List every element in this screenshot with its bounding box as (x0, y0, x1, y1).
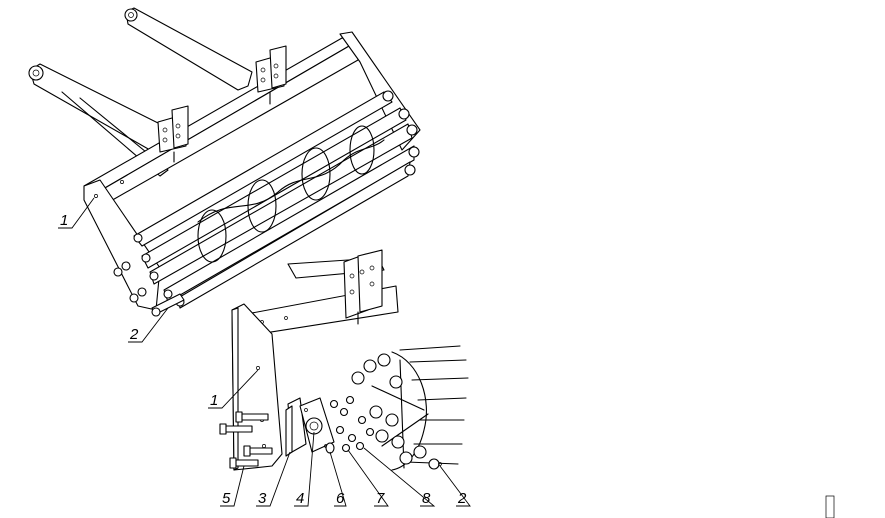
callout-2-lower: 2 (439, 465, 471, 507)
callout-label: 3 (258, 490, 267, 507)
nut-set (329, 395, 375, 453)
hitch-arm-lower (28, 63, 177, 177)
hitch-arm-upper (124, 7, 253, 91)
side-plate-left (83, 179, 161, 311)
callout-label: 1 (60, 212, 68, 229)
callout-label: 5 (222, 490, 231, 507)
callout-8: 8 (363, 447, 436, 507)
callout-5: 5 (220, 465, 245, 507)
callout-7: 7 (347, 449, 389, 507)
mounting-bracket (255, 45, 287, 105)
callout-6: 6 (329, 451, 347, 507)
corner-mark (825, 495, 835, 518)
callout-label: 2 (457, 490, 467, 507)
roller-upper (113, 90, 420, 317)
callout-2-upper: 2 (128, 307, 169, 343)
callout-label: 4 (296, 490, 304, 507)
callout-label: 6 (336, 490, 345, 507)
mounting-bracket (157, 105, 189, 163)
callout-label: 7 (376, 490, 385, 507)
callout-label: 8 (422, 490, 431, 507)
callout-1-upper: 1 (58, 197, 95, 229)
bolt-set (219, 411, 273, 469)
roller-end (351, 345, 469, 471)
mounting-bracket (343, 249, 383, 325)
callout-1-lower: 1 (208, 369, 259, 409)
bearing-housing (299, 397, 335, 453)
callout-3: 3 (256, 451, 291, 507)
callout-label: 2 (129, 326, 139, 343)
washer (325, 442, 335, 454)
exploded-view (219, 249, 469, 471)
upper-assembly (28, 7, 421, 317)
callout-label: 1 (210, 392, 218, 409)
callout-4: 4 (294, 431, 315, 507)
